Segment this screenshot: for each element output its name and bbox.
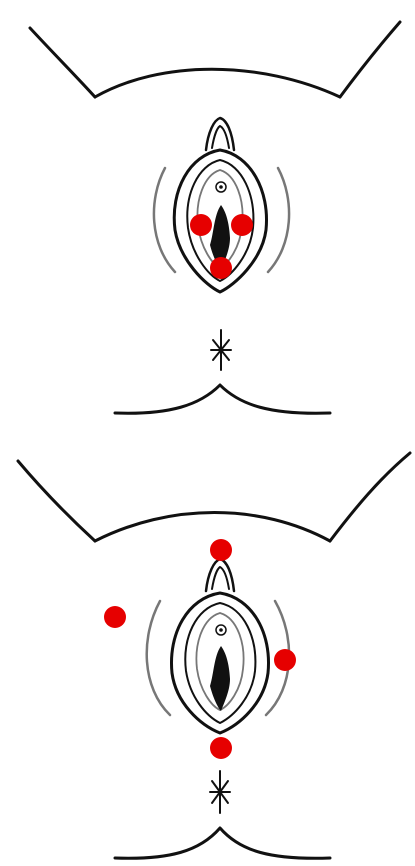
abdomen-curve — [95, 69, 340, 97]
buttocks-curve — [115, 828, 330, 858]
left-thigh-marker[interactable] — [104, 606, 126, 628]
abdomen-curve — [95, 513, 330, 542]
perineum-marker[interactable] — [210, 737, 232, 759]
left-shadow-arc — [147, 601, 170, 715]
anus-mark — [211, 330, 231, 370]
vulva-illustration — [171, 559, 268, 733]
anatomy-illustration-bottom — [0, 433, 415, 866]
right-labium-marker[interactable] — [231, 214, 253, 236]
fourchette-marker[interactable] — [210, 257, 232, 279]
left-thigh-line — [30, 28, 95, 97]
right-thigh-line — [340, 22, 400, 97]
right-labium-outer-marker[interactable] — [274, 649, 296, 671]
anatomy-illustration-top — [0, 0, 415, 433]
anus-mark — [210, 771, 230, 813]
right-shadow-arc — [268, 168, 289, 272]
left-thigh-line — [18, 461, 95, 541]
anatomy-panel-top — [0, 0, 415, 433]
left-labium-marker[interactable] — [190, 214, 212, 236]
left-shadow-arc — [154, 168, 175, 272]
buttocks-curve — [115, 385, 330, 413]
right-thigh-line — [330, 453, 410, 541]
anatomy-panel-bottom — [0, 433, 415, 866]
mons-marker[interactable] — [210, 539, 232, 561]
